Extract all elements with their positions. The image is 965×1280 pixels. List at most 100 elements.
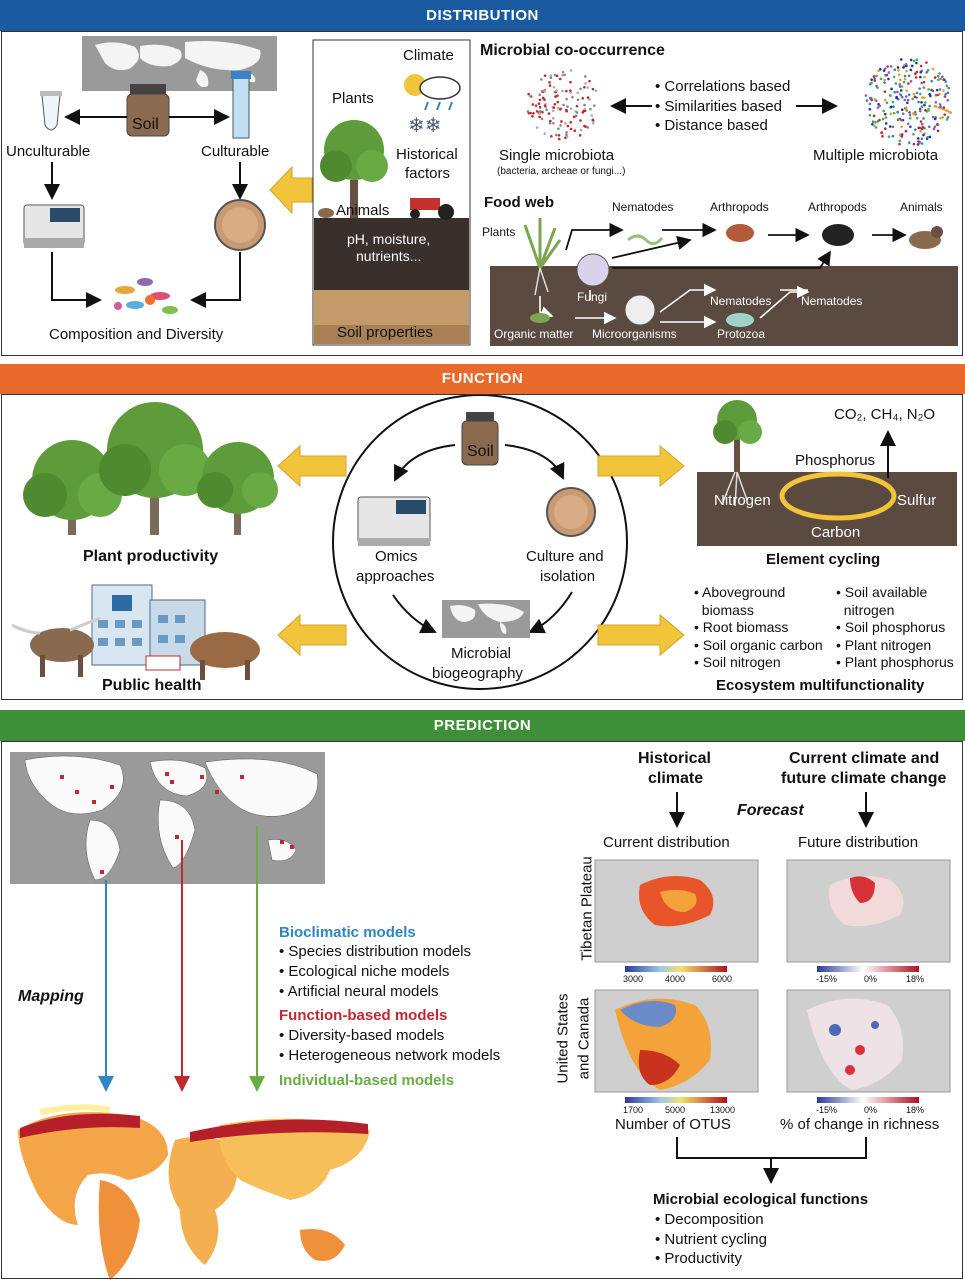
network-node	[579, 87, 582, 91]
tree-icon	[320, 120, 388, 218]
network-node	[561, 70, 565, 74]
network-node	[904, 129, 908, 133]
network-node	[949, 111, 952, 114]
eco-left-3: • Soil organic carbon	[694, 636, 823, 653]
network-node	[569, 80, 572, 84]
network-node	[922, 80, 926, 84]
network-node	[583, 107, 587, 111]
network-node	[557, 133, 561, 137]
network-node	[915, 58, 919, 62]
eco-right-3: • Plant nitrogen	[836, 636, 932, 653]
network-node	[892, 105, 895, 108]
network-node	[873, 77, 877, 80]
network-node	[538, 112, 541, 115]
network-node	[872, 114, 876, 118]
network-node	[549, 74, 553, 77]
network-node	[927, 88, 930, 91]
network-node	[540, 89, 544, 93]
scale-tp-cur-2: 6000	[712, 974, 733, 984]
biogeography-label-2: biogeography	[432, 665, 523, 682]
network-node	[893, 68, 897, 71]
network-node	[873, 79, 877, 82]
bullet-correlations: Correlations based	[655, 77, 790, 97]
network-node	[565, 97, 568, 101]
network-node	[870, 81, 873, 85]
network-node	[944, 92, 947, 96]
cooccurrence-title: Microbial co-occurrence	[480, 42, 665, 59]
network-node	[922, 117, 925, 120]
network-node	[543, 132, 547, 135]
network-node	[903, 98, 907, 102]
climate-label: Climate	[403, 47, 454, 64]
richness-world-map	[18, 1104, 370, 1280]
eco-left-4: • Soil nitrogen	[694, 654, 781, 670]
current-climate-1: Current climate and	[789, 750, 940, 767]
network-node	[905, 69, 908, 73]
network-node	[890, 87, 893, 91]
fw-microorganisms: Microorganisms	[592, 327, 677, 341]
network-node	[553, 103, 557, 106]
network-node	[540, 78, 543, 81]
network-node	[911, 112, 915, 115]
network-node	[922, 96, 926, 100]
network-node	[921, 125, 925, 129]
network-node	[905, 109, 909, 112]
network-node	[896, 90, 899, 94]
sample-site-marker	[165, 772, 169, 776]
network-node	[555, 89, 558, 93]
network-node	[920, 122, 924, 126]
scale-us-fut-0: -15%	[816, 1105, 838, 1115]
network-node	[543, 98, 546, 101]
network-node	[581, 96, 585, 100]
network-node	[913, 72, 917, 76]
network-node	[899, 85, 902, 88]
network-node	[560, 120, 563, 123]
network-node	[938, 103, 942, 106]
function-header: FUNCTION	[0, 364, 965, 394]
network-node	[938, 88, 942, 91]
falcon-tube-icon	[231, 71, 251, 139]
soil-jar-icon	[126, 84, 170, 137]
foodweb-title: Food web	[484, 194, 554, 211]
network-node	[939, 77, 942, 81]
network-node	[551, 109, 555, 113]
otus-label: Number of OTUS	[615, 1116, 731, 1133]
network-node	[569, 120, 573, 124]
network-node	[918, 75, 922, 79]
plant-productivity-label: Plant productivity	[83, 548, 219, 565]
network-node	[891, 100, 895, 104]
fungi-icon	[576, 253, 610, 287]
network-node	[889, 105, 893, 109]
network-node	[569, 127, 573, 131]
network-node	[556, 100, 560, 104]
network-node	[920, 142, 924, 145]
network-node	[545, 108, 548, 112]
network-node	[582, 109, 586, 113]
sample-site-marker	[215, 790, 219, 794]
network-node	[541, 110, 544, 114]
fw-nematodes-right: Nematodes	[801, 294, 863, 308]
network-node	[901, 112, 905, 115]
composition-label: Composition and Diversity	[49, 326, 224, 343]
cooccurrence-bullets: Correlations based Similarities based Di…	[655, 77, 790, 136]
func-item-1: • Heterogeneous network models	[279, 1047, 501, 1064]
network-node	[907, 82, 910, 85]
network-node	[928, 104, 931, 108]
network-node	[565, 133, 568, 137]
network-node	[926, 135, 930, 139]
network-node	[919, 70, 923, 74]
sample-site-marker	[75, 790, 79, 794]
mapping-label: Mapping	[18, 988, 84, 1005]
public-health-label: Public health	[102, 677, 202, 694]
network-node	[919, 64, 923, 68]
current-climate-2: future climate change	[781, 770, 947, 787]
network-node	[917, 100, 920, 104]
animals-label: Animals	[336, 202, 390, 219]
bio-item-0: • Species distribution models	[279, 943, 472, 960]
network-node	[902, 66, 905, 69]
network-node	[923, 75, 926, 79]
network-node	[946, 91, 950, 95]
network-node	[583, 103, 586, 107]
network-node	[898, 142, 901, 146]
network-node	[538, 98, 542, 102]
